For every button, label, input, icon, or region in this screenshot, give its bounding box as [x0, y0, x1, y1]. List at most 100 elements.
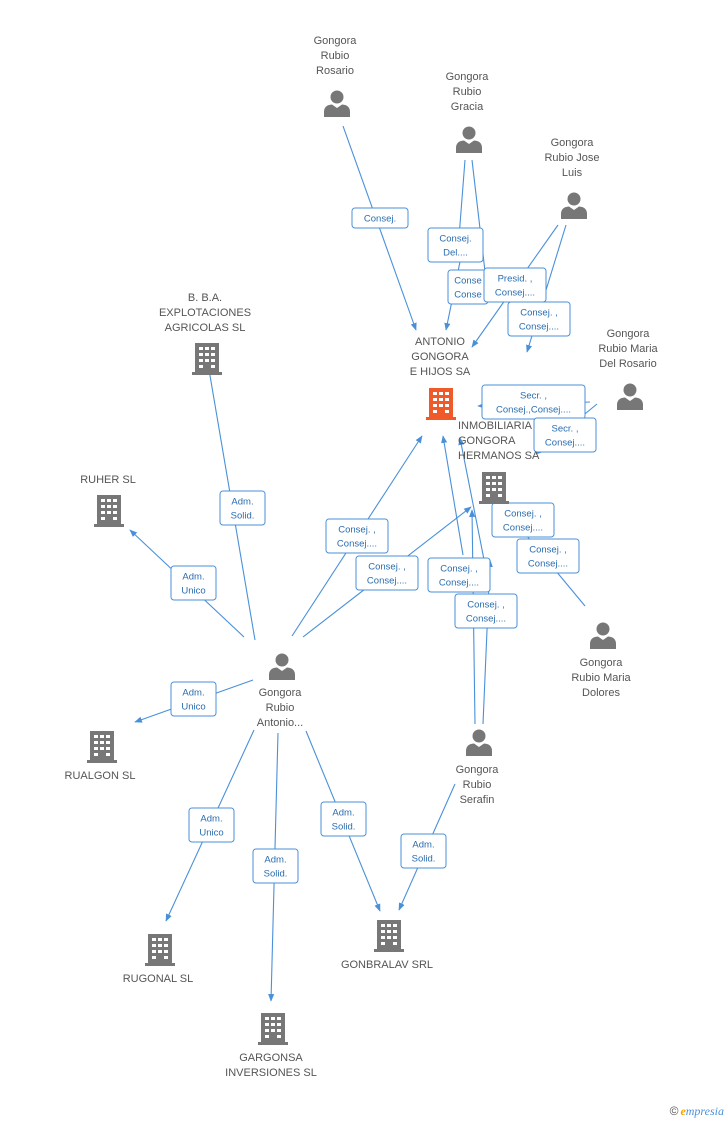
relation-text: Solid.: [332, 822, 356, 833]
node-label: Gongora: [607, 328, 651, 340]
relation-box: [533, 417, 597, 453]
node-label: Antonio...: [257, 717, 303, 729]
relation-label-11[interactable]: Consej. , Consej....: [427, 557, 491, 593]
relation-box: [516, 538, 580, 574]
relation-text: Unico: [181, 702, 205, 713]
relation-label-13[interactable]: Consej. ,Consej....: [491, 502, 555, 538]
relation-label-10[interactable]: Consej. ,Consej....: [355, 555, 419, 591]
node-label: GONGORA: [411, 351, 469, 363]
relation-text: Consej....: [439, 578, 479, 589]
relation-label-9[interactable]: Consej. ,Consej....: [325, 518, 389, 554]
node-label: Gongora: [446, 71, 490, 83]
copyright-brand[interactable]: ©empresia: [670, 1104, 724, 1119]
relation-text: Consej. ,: [529, 545, 567, 556]
relation-label-18[interactable]: Adm.Solid.: [320, 801, 367, 837]
relation-box: [400, 833, 447, 869]
relation-label-4[interactable]: Consej. ,Consej....: [507, 301, 571, 337]
company-node-bba[interactable]: B. B.A. EXPLOTACIONES AGRICOLAS SL: [159, 292, 251, 375]
building-icon: [258, 1013, 288, 1045]
relation-label-19[interactable]: Adm.Solid.: [400, 833, 447, 869]
node-label: Rubio Maria: [598, 343, 658, 355]
node-label: Rubio Maria: [571, 672, 631, 684]
relation-text: Adm.: [182, 572, 204, 583]
company-node-rualgon[interactable]: RUALGON SL: [65, 731, 136, 782]
building-icon: [426, 388, 456, 420]
node-label: Serafin: [460, 794, 495, 806]
relation-label-5[interactable]: Secr. , Consej.,Consej....: [481, 384, 586, 420]
company-node-rugonal[interactable]: RUGONAL SL: [123, 934, 194, 985]
relation-box: [427, 227, 484, 263]
relation-text: Consej....: [545, 438, 585, 449]
relation-text: Conse: [454, 290, 481, 301]
node-label: RUGONAL SL: [123, 973, 194, 985]
relation-text: Consej....: [528, 559, 568, 570]
relation-text: Consej....: [466, 614, 506, 625]
relation-text: Solid.: [264, 869, 288, 880]
node-label: EXPLOTACIONES: [159, 307, 251, 319]
person-node-gr_antonio[interactable]: GongoraRubioAntonio...: [257, 653, 303, 730]
node-label: GONBRALAV SRL: [341, 959, 433, 971]
relation-text: Unico: [199, 828, 223, 839]
person-icon: [617, 383, 643, 410]
relation-label-14[interactable]: Consej. , Consej....: [516, 538, 580, 574]
node-label: INMOBILIARIA: [458, 420, 533, 432]
node-label: Dolores: [582, 687, 620, 699]
company-node-gonbralav[interactable]: GONBRALAV SRL: [341, 920, 433, 971]
node-label: Del Rosario: [599, 358, 656, 370]
relation-label-7[interactable]: Adm.Solid.: [219, 490, 266, 526]
person-icon: [590, 622, 616, 649]
person-icon: [324, 90, 350, 117]
node-label: Gracia: [451, 101, 484, 113]
relation-label-1[interactable]: Consej.Del....: [427, 227, 484, 263]
company-node-ruher[interactable]: RUHER SL: [80, 474, 136, 527]
relation-label-6[interactable]: Secr. ,Consej....: [533, 417, 597, 453]
relation-label-8[interactable]: Adm. Unico: [170, 565, 217, 601]
relation-label-0[interactable]: Consej.: [351, 207, 409, 229]
relation-text: Consej.,Consej....: [496, 405, 571, 416]
node-label: AGRICOLAS SL: [165, 322, 246, 334]
relation-box: [170, 565, 217, 601]
node-label: Rubio: [463, 779, 492, 791]
relation-label-15[interactable]: Adm.Unico: [170, 681, 217, 717]
relation-box: [252, 848, 299, 884]
node-label: GARGONSA: [239, 1052, 303, 1064]
relation-label-12[interactable]: Consej. , Consej....: [454, 593, 518, 629]
edge-2: [471, 159, 489, 281]
building-icon: [192, 343, 222, 375]
node-label: ANTONIO: [415, 336, 465, 348]
relation-text: Consej. ,: [520, 308, 558, 319]
relation-label-3[interactable]: Presid. ,Consej....: [483, 267, 547, 303]
relation-text: Consej....: [495, 288, 535, 299]
relation-text: Consej. ,: [440, 564, 478, 575]
relation-text: Secr. ,: [520, 391, 547, 402]
relation-text: Consej. ,: [338, 525, 376, 536]
relation-text: Conse: [454, 276, 481, 287]
relation-text: Unico: [181, 586, 205, 597]
building-icon: [374, 920, 404, 952]
relation-box: [219, 490, 266, 526]
relation-text: Consej. ,: [467, 600, 505, 611]
brand-logo-text: mpresia: [685, 1104, 724, 1118]
node-label: B. B.A.: [188, 292, 222, 304]
person-icon: [269, 653, 295, 680]
relation-box: [351, 207, 409, 229]
node-label: Gongora: [580, 657, 624, 669]
relation-label-17[interactable]: Adm.Solid.: [252, 848, 299, 884]
relation-label-16[interactable]: Adm.Unico: [188, 807, 235, 843]
building-icon: [87, 731, 117, 763]
person-icon: [456, 126, 482, 153]
relation-text: Solid.: [231, 511, 255, 522]
relation-text: Solid.: [412, 854, 436, 865]
node-label: Rubio: [321, 50, 350, 62]
